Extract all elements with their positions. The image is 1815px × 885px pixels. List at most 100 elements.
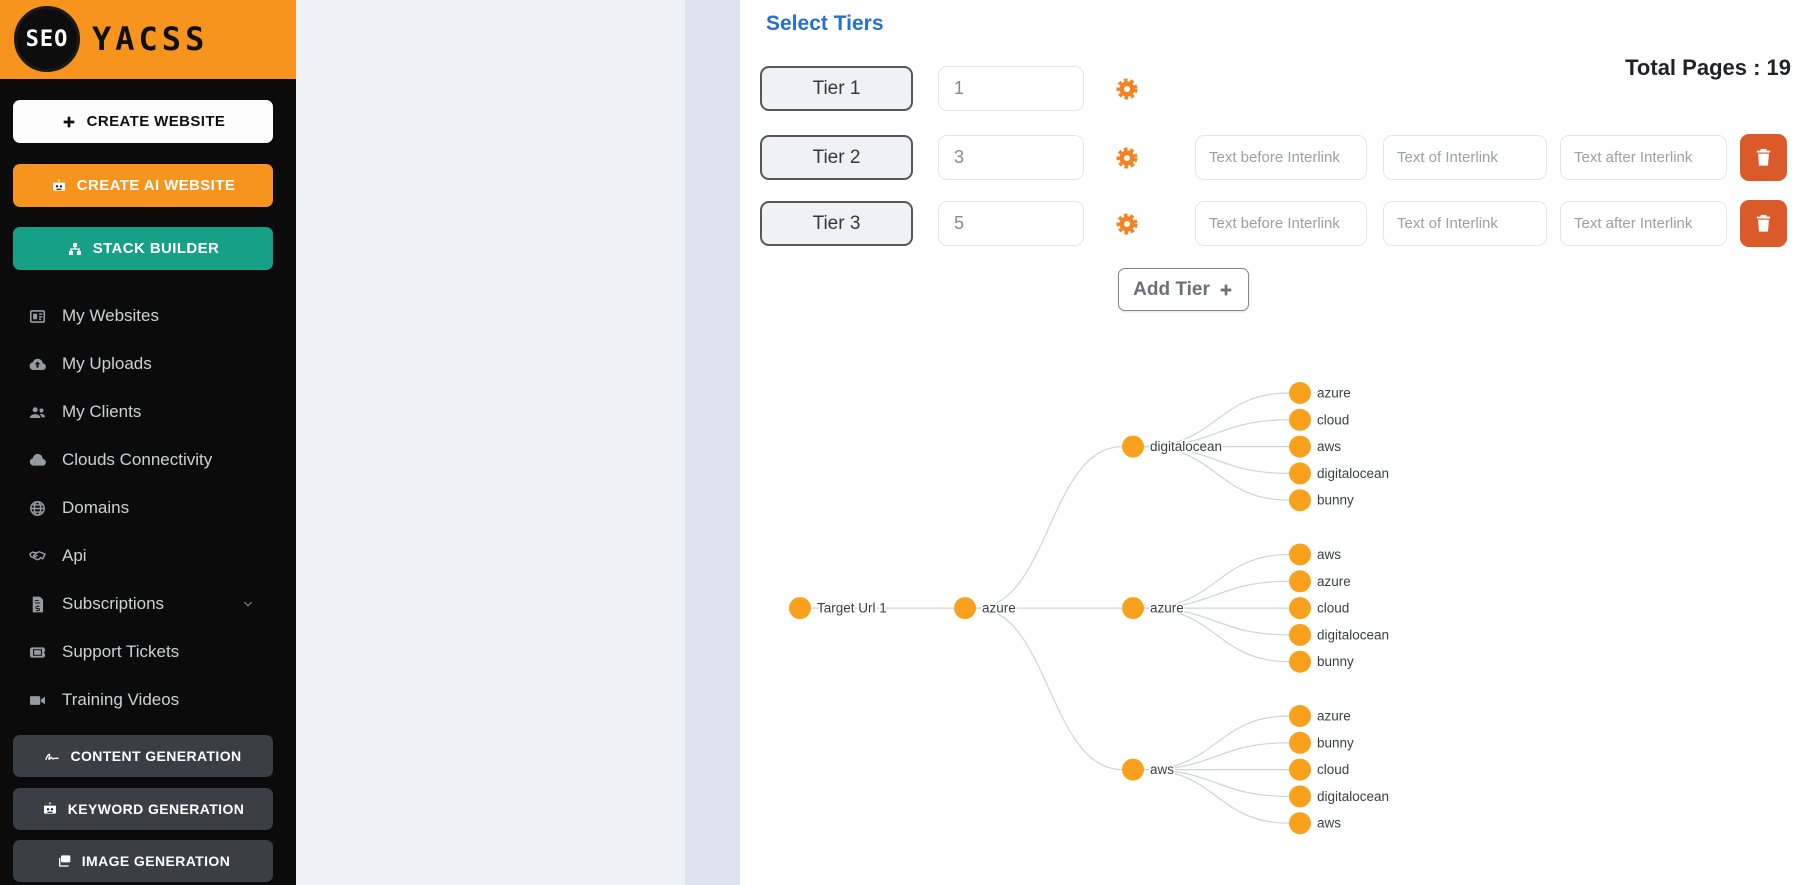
sidebar-item-label: Support Tickets: [62, 642, 180, 661]
tree-node-label: cloud: [1317, 412, 1349, 427]
tree-node[interactable]: [1289, 650, 1311, 673]
sidebar-item-clouds-connectivity[interactable]: Clouds Connectivity: [0, 436, 296, 484]
cloud-upload-icon: [28, 355, 47, 374]
tree-node[interactable]: [789, 597, 811, 620]
tree-node-label: digitalocean: [1317, 466, 1389, 481]
secondary-panel: [296, 0, 685, 885]
tier-row: Tier 3: [740, 200, 1815, 247]
handshake-icon: [28, 547, 47, 566]
gear-icon: [1113, 144, 1141, 172]
ticket-icon: [28, 643, 47, 662]
tier-button[interactable]: Tier 3: [760, 201, 913, 246]
sidebar-item-label: Clouds Connectivity: [62, 450, 213, 469]
tier-row: Tier 2: [740, 134, 1815, 181]
sidebar-item-subscriptions[interactable]: Subscriptions: [0, 580, 296, 628]
sidebar-item-domains[interactable]: Domains: [0, 484, 296, 532]
content-generation-button[interactable]: CONTENT GENERATION: [13, 735, 273, 777]
tree-link: [1143, 607, 1290, 663]
tree-node[interactable]: [1289, 785, 1311, 808]
tree-node[interactable]: [954, 597, 976, 620]
tree-node[interactable]: [1289, 408, 1311, 431]
tree-node[interactable]: [1289, 435, 1311, 458]
tree-node[interactable]: [1122, 758, 1144, 781]
delete-tier-button[interactable]: [1740, 200, 1787, 247]
robot-icon: [51, 178, 67, 194]
tree-link: [1143, 715, 1290, 771]
sidebar-item-label: Training Videos: [62, 690, 180, 709]
tier-pages-input[interactable]: [938, 66, 1084, 111]
sidebar-item-my-websites[interactable]: My Websites: [0, 292, 296, 340]
brand-logo: SEO: [14, 6, 80, 72]
tree-node-label: aws: [1317, 816, 1341, 831]
tree-node[interactable]: [1289, 597, 1311, 620]
tree-node-label: aws: [1317, 439, 1341, 454]
tree-node[interactable]: [1289, 731, 1311, 754]
create-website-button[interactable]: CREATE WEBSITE: [13, 100, 273, 143]
tier-settings-button[interactable]: [1112, 66, 1142, 111]
tree-node-label: Target Url 1: [817, 601, 887, 616]
tree-link: [1143, 742, 1290, 771]
interlink-after-input[interactable]: [1560, 135, 1727, 180]
tree-node[interactable]: [1122, 435, 1144, 458]
image-generation-button[interactable]: IMAGE GENERATION: [13, 840, 273, 882]
tree-node-label: digitalocean: [1317, 627, 1389, 642]
sidebar-item-label: My Clients: [62, 402, 142, 421]
sidebar-item-label: My Uploads: [62, 354, 152, 373]
add-tier-button[interactable]: Add Tier: [1118, 268, 1249, 311]
tree-link: [1143, 769, 1290, 824]
tree-node[interactable]: [1289, 543, 1311, 566]
interlink-before-input[interactable]: [1195, 135, 1367, 180]
tree-node-label: azure: [1317, 386, 1351, 401]
sidebar-item-label: Subscriptions: [62, 594, 165, 613]
tree-node[interactable]: [1289, 812, 1311, 835]
sidebar-item-api[interactable]: Api: [0, 532, 296, 580]
stack-builder-button[interactable]: STACK BUILDER: [13, 227, 273, 270]
tree-node[interactable]: [1289, 382, 1311, 404]
sidebar-item-my-uploads[interactable]: My Uploads: [0, 340, 296, 388]
trash-icon: [1752, 146, 1775, 169]
keyword-generation-button[interactable]: KEYWORD GENERATION: [13, 788, 273, 830]
tree-link: [975, 446, 1123, 609]
secondary-panel-edge: [685, 0, 740, 885]
tree-node[interactable]: [1289, 462, 1311, 485]
interlink-after-input[interactable]: [1560, 201, 1727, 246]
tier-button[interactable]: Tier 1: [760, 66, 913, 111]
tier-pages-input[interactable]: [938, 135, 1084, 180]
tree-node-label: azure: [1317, 574, 1351, 589]
robot-icon: [42, 801, 58, 817]
sidebar-item-my-clients[interactable]: My Clients: [0, 388, 296, 436]
create-ai-website-button[interactable]: CREATE AI WEBSITE: [13, 164, 273, 207]
tree-link: [1143, 580, 1290, 609]
interlink-before-input[interactable]: [1195, 201, 1367, 246]
tree-node-label: bunny: [1317, 493, 1354, 508]
tree-link: [1143, 553, 1290, 609]
sidebar-item-label: Api: [62, 546, 87, 565]
tier-settings-button[interactable]: [1112, 135, 1142, 180]
interlink-of-input[interactable]: [1383, 201, 1547, 246]
cloud-icon: [28, 451, 47, 470]
tree-node[interactable]: [1289, 623, 1311, 646]
total-pages-label: Total Pages : 19: [1625, 55, 1791, 80]
globe-icon: [28, 499, 47, 518]
invoice-icon: [28, 595, 47, 614]
add-tier-label: Add Tier: [1133, 278, 1210, 300]
tree-node[interactable]: [1289, 489, 1311, 512]
sidebar-item-training-videos[interactable]: Training Videos: [0, 676, 296, 724]
tree-node[interactable]: [1289, 758, 1311, 781]
tree-node[interactable]: [1289, 705, 1311, 727]
image-generation-label: IMAGE GENERATION: [81, 853, 231, 869]
tier-button[interactable]: Tier 2: [760, 135, 913, 180]
tier-pages-input[interactable]: [938, 201, 1084, 246]
tree-node[interactable]: [1289, 570, 1311, 593]
signature-icon: [44, 748, 60, 764]
tree-node[interactable]: [1122, 597, 1144, 620]
sidebar-item-support-tickets[interactable]: Support Tickets: [0, 628, 296, 676]
delete-tier-button[interactable]: [1740, 134, 1787, 181]
video-icon: [28, 691, 47, 710]
tree-link: [975, 607, 1123, 771]
interlink-of-input[interactable]: [1383, 135, 1547, 180]
plus-icon: [61, 114, 77, 130]
tier-row: Tier 1: [740, 66, 1815, 112]
tier-settings-button[interactable]: [1112, 201, 1142, 246]
